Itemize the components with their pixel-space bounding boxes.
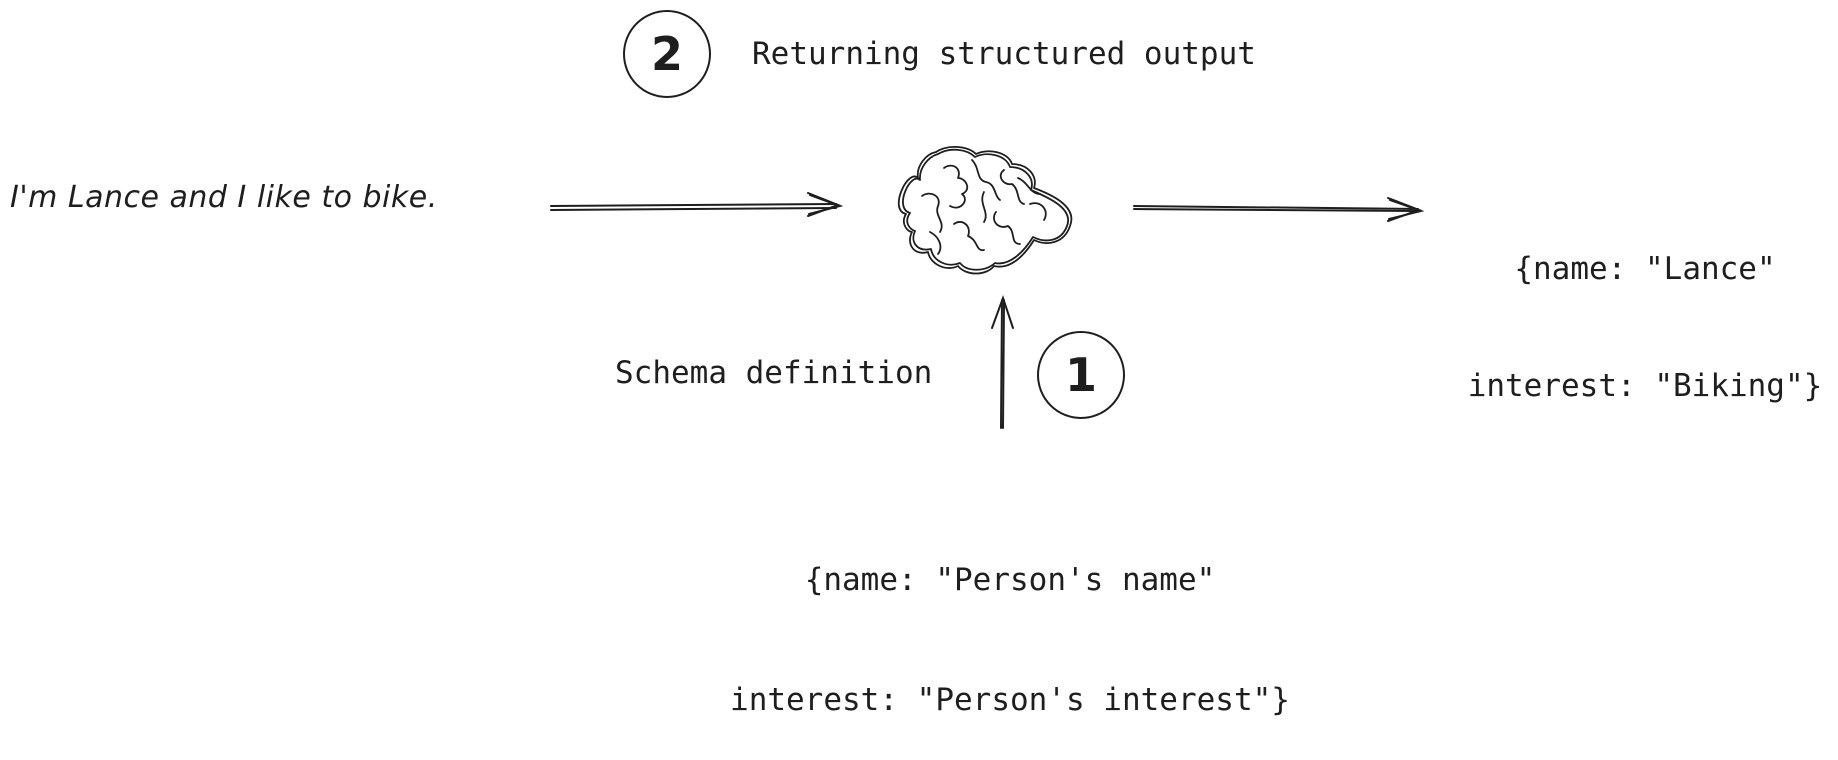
output-line-2: interest: "Biking"}	[1467, 368, 1823, 404]
step-2-label: Returning structured output	[752, 36, 1256, 72]
schema-line-1: {name: "Person's name"	[804, 562, 1216, 598]
brain-icon	[897, 146, 1073, 275]
step-2-number: 2	[650, 27, 683, 81]
schema-line-2: interest: "Person's interest"}	[730, 682, 1290, 718]
output-arrow	[1133, 197, 1425, 222]
step-1-label: Schema definition	[615, 355, 933, 391]
step-1-number: 1	[1064, 348, 1097, 402]
output-object: {name: "Lance" interest: "Biking"}	[1455, 172, 1835, 445]
step-2-badge: 2	[623, 10, 711, 98]
schema-arrow	[991, 294, 1014, 429]
input-arrow	[550, 192, 844, 217]
output-line-1: {name: "Lance"	[1514, 251, 1776, 287]
step-1-badge: 1	[1037, 331, 1125, 419]
input-text: I'm Lance and I like to bike.	[10, 180, 438, 215]
diagram-lines	[550, 146, 1425, 429]
